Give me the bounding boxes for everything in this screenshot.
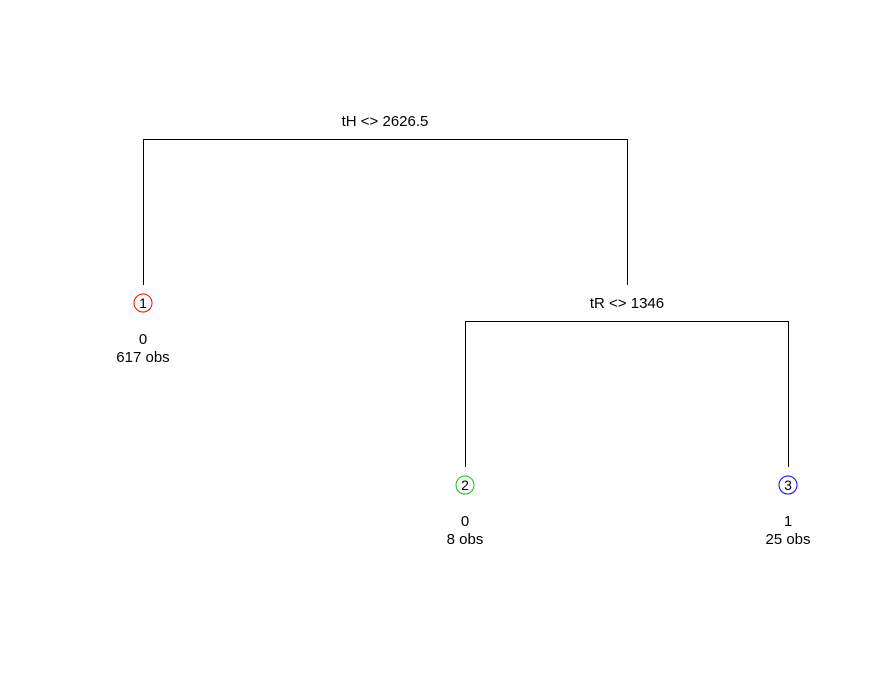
leaf-1-number: 1: [139, 295, 147, 311]
leaf-1-circle: [133, 293, 153, 313]
leaf-2-count: 8 obs: [446, 531, 484, 548]
leaf-2-circle: [455, 475, 475, 495]
leaf-node-1-marker: 1: [133, 293, 153, 313]
leaf-3-count: 25 obs: [765, 531, 811, 548]
leaf-3-circle: [778, 475, 798, 495]
leaf-2-class-value: 0: [460, 513, 470, 530]
leaf-3-class-value: 1: [783, 513, 793, 530]
leaf-node-3-marker: 3: [778, 475, 798, 495]
right-split-connector: [465, 321, 789, 467]
leaf-3-number: 3: [784, 477, 792, 493]
leaf-node-2-marker: 2: [455, 475, 475, 495]
leaf-2-number: 2: [461, 477, 469, 493]
leaf-1-count: 617 obs: [116, 349, 170, 366]
leaf-1-class-value: 0: [138, 331, 148, 348]
root-split-connector: [143, 139, 628, 285]
right-split-label: tR <> 1346: [589, 295, 665, 312]
root-split-label: tH <> 2626.5: [341, 113, 429, 130]
